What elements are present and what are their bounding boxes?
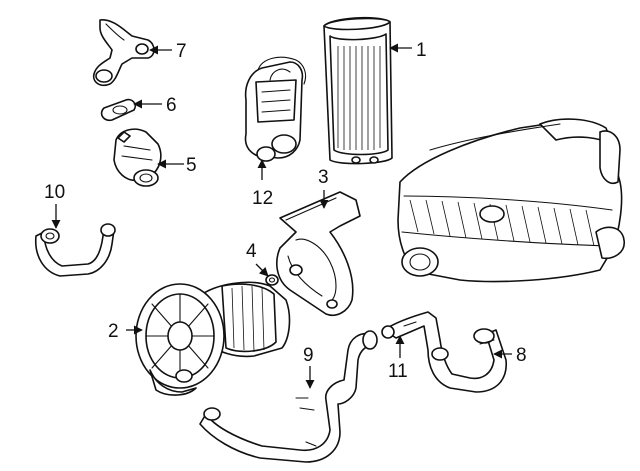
callout-7: 7	[176, 41, 187, 62]
part-4-nut	[265, 274, 279, 286]
part-9-hose	[199, 330, 378, 463]
callout-2: 2	[108, 321, 119, 342]
air-cleaner-housing	[397, 118, 625, 283]
part-1-filter-element	[323, 16, 393, 165]
part-3-bracket	[276, 191, 361, 316]
part-2-air-pump	[135, 281, 291, 396]
callout-6: 6	[166, 95, 177, 116]
callout-10: 10	[44, 182, 65, 203]
callout-11: 11	[388, 361, 408, 382]
callout-8: 8	[516, 345, 527, 366]
callout-12: 12	[252, 188, 273, 209]
leader-4	[255, 263, 269, 277]
part-12-valve	[244, 56, 307, 162]
callout-labels: 1 2 3 4 5 6 7 8 9 10 11 12	[44, 40, 527, 382]
part-5-check-valve	[113, 128, 162, 187]
part-11-hose	[381, 311, 507, 393]
callout-1: 1	[416, 40, 427, 61]
part-10-hose	[35, 223, 116, 277]
part-7-bracket	[92, 19, 155, 87]
callout-3: 3	[318, 167, 329, 188]
leader-lines	[51, 43, 512, 389]
callout-5: 5	[186, 155, 197, 176]
callout-9: 9	[303, 345, 314, 366]
part-6-gasket	[100, 98, 137, 122]
callout-4: 4	[246, 241, 257, 262]
